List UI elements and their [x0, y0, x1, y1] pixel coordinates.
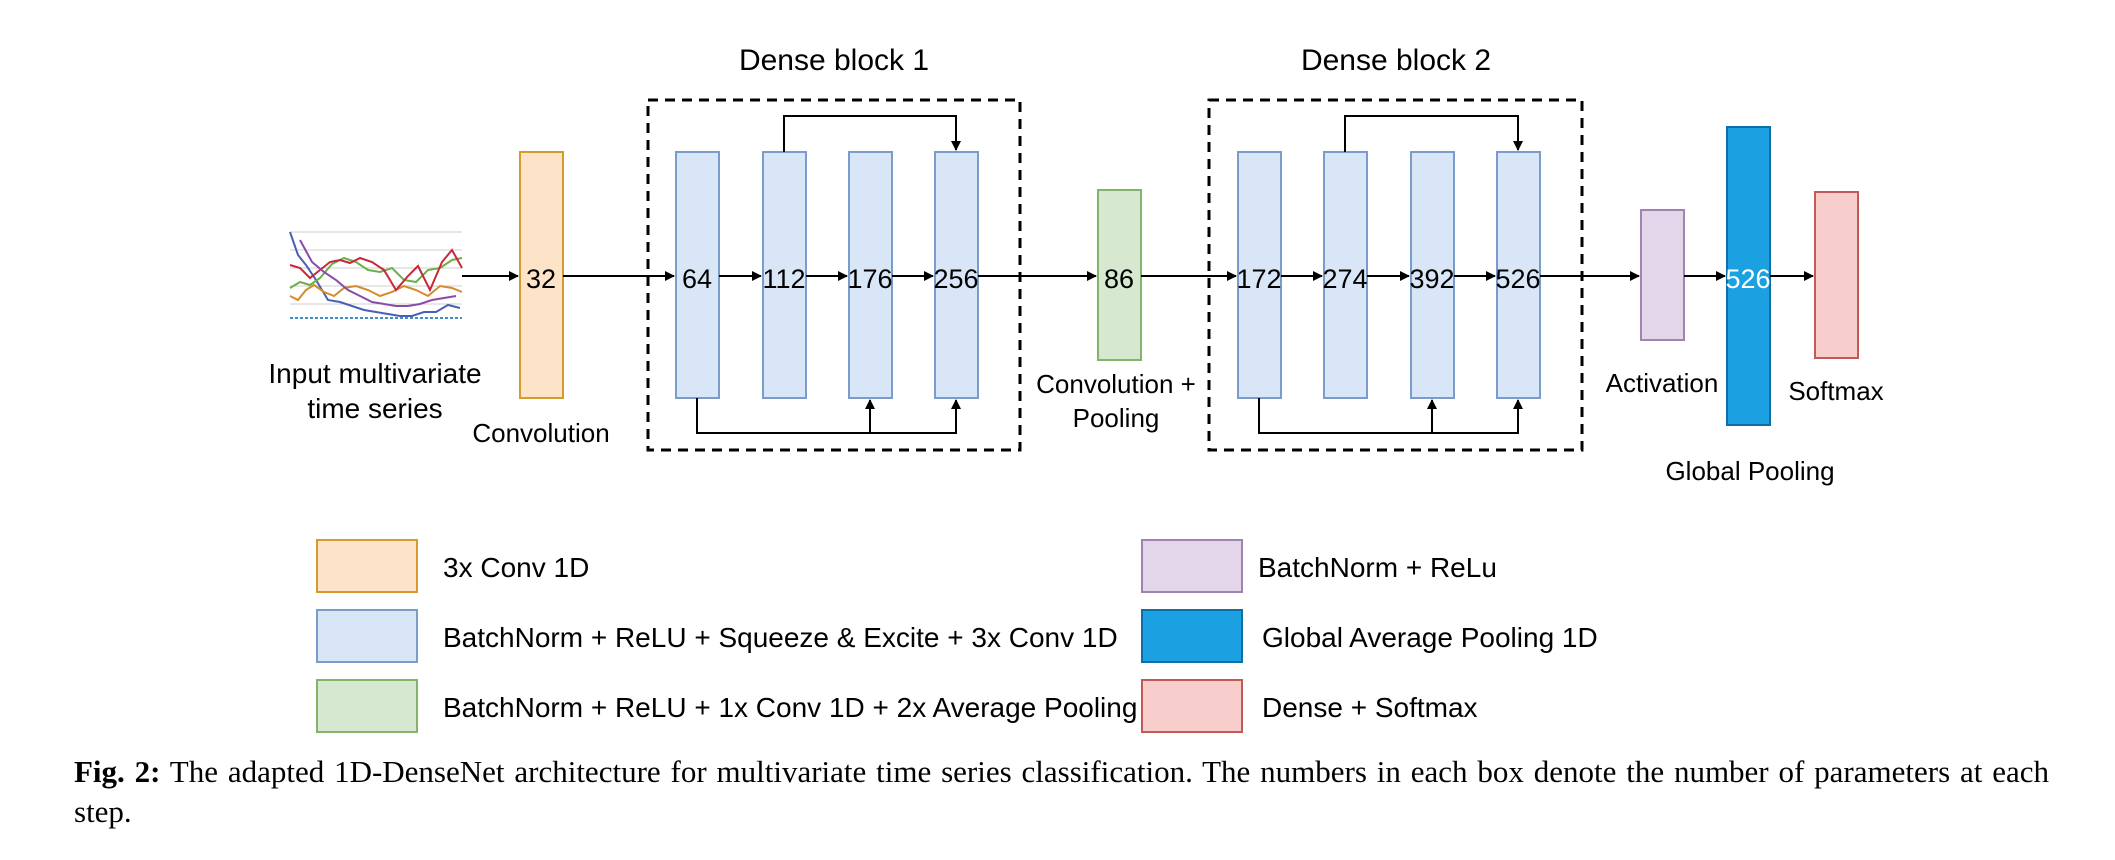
- block2-value-4: 526: [1495, 264, 1540, 294]
- legend-label-activation: BatchNorm + ReLu: [1258, 552, 1497, 583]
- block1-value-1: 64: [682, 264, 712, 294]
- legend-label-transition: BatchNorm + ReLU + 1x Conv 1D + 2x Avera…: [443, 692, 1181, 723]
- legend-label-softmax: Dense + Softmax: [1262, 692, 1478, 723]
- input-label-line2: time series: [307, 393, 442, 424]
- legend-swatch-softmax: [1141, 679, 1243, 733]
- activation-box: [1640, 209, 1685, 341]
- legend-swatch-dense-unit: [316, 609, 418, 663]
- softmax-box: [1814, 191, 1859, 359]
- input-time-series-thumbnail: [289, 231, 463, 319]
- legend-swatch-global-pooling: [1141, 609, 1243, 663]
- block1-value-4: 256: [933, 264, 978, 294]
- legend-swatch-transition: [316, 679, 418, 733]
- transition-value: 86: [1104, 264, 1134, 294]
- transition-box: [1097, 189, 1142, 361]
- legend-swatch-conv: [316, 539, 418, 593]
- legend-label-global-pooling: Global Average Pooling 1D: [1262, 622, 1598, 653]
- block1-value-2: 112: [762, 264, 805, 294]
- global-pooling-label: Global Pooling: [1665, 456, 1834, 486]
- block1-value-3: 176: [847, 264, 892, 294]
- convolution-value: 32: [526, 264, 556, 294]
- block1-skip-connections: [696, 115, 961, 434]
- caption-label: Fig. 2:: [74, 754, 161, 789]
- global-pooling-value: 526: [1725, 264, 1770, 294]
- legend-label-conv: 3x Conv 1D: [443, 552, 589, 583]
- input-label-line1: Input multivariate: [268, 358, 481, 389]
- softmax-label: Softmax: [1788, 376, 1883, 406]
- convolution-label: Convolution: [472, 418, 609, 448]
- caption-text: The adapted 1D-DenseNet architecture for…: [74, 754, 2049, 829]
- transition-label-line1: Convolution +: [1036, 369, 1196, 399]
- block2-box-526: [1496, 151, 1541, 399]
- block2-value-2: 274: [1322, 264, 1367, 294]
- block2-value-3: 392: [1409, 264, 1454, 294]
- dense-block-1-title: Dense block 1: [739, 44, 929, 77]
- block2-box-172: [1237, 151, 1282, 399]
- legend-label-dense-unit: BatchNorm + ReLU + Squeeze & Excite + 3x…: [443, 622, 1118, 653]
- block1-box-256: [934, 151, 979, 399]
- transition-label-line2: Pooling: [1073, 403, 1160, 433]
- dense-block-2-title: Dense block 2: [1301, 44, 1491, 77]
- block1-box-112: [762, 151, 807, 399]
- block2-skip-connections: [1258, 115, 1523, 434]
- legend-swatch-activation: [1141, 539, 1243, 593]
- figure-caption: Fig. 2: The adapted 1D-DenseNet architec…: [74, 752, 2049, 832]
- legend: 3x Conv 1D BatchNorm + ReLU + Squeeze & …: [316, 539, 1598, 733]
- activation-label: Activation: [1606, 368, 1719, 398]
- block1-box-64: [675, 151, 720, 399]
- block2-value-1: 172: [1236, 264, 1281, 294]
